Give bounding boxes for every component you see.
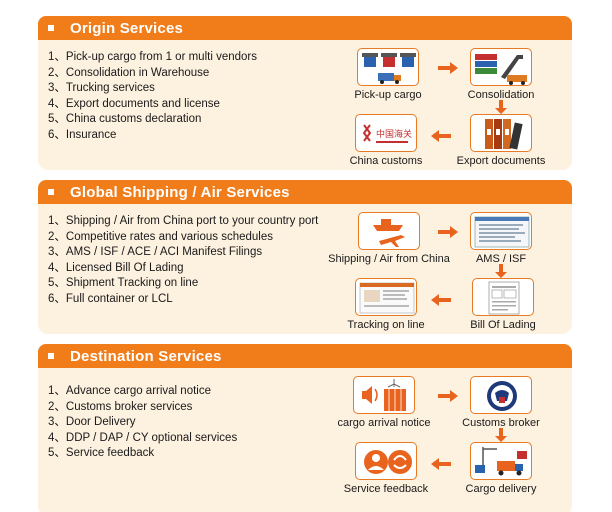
arrow-left-icon bbox=[431, 130, 451, 142]
node-cargo-delivery: Cargo delivery bbox=[448, 442, 554, 495]
node-bill-of-lading: Bill Of Lading bbox=[450, 278, 556, 331]
arrow-left-icon bbox=[431, 294, 451, 306]
node-cargo-arrival-notice: cargo arrival notice bbox=[324, 376, 444, 429]
node-consolidation: Consolidation bbox=[453, 48, 549, 101]
section-header: Destination Services bbox=[38, 344, 572, 368]
service-list: 1、Advance cargo arrival notice 2、Customs… bbox=[48, 384, 237, 462]
node-china-customs: 中国海关 China customs bbox=[338, 114, 434, 167]
bullet-square-icon bbox=[48, 189, 54, 195]
china-customs-logo-text: 中国海关 bbox=[376, 128, 412, 140]
node-label: Export documents bbox=[456, 155, 546, 167]
tracking-screen-icon bbox=[355, 278, 417, 316]
section-title: Origin Services bbox=[70, 19, 184, 37]
node-label: Cargo delivery bbox=[465, 483, 537, 495]
node-label: Service feedback bbox=[343, 483, 429, 495]
list-item: 4、Export documents and license bbox=[48, 97, 220, 110]
node-ams-isf: AMS / ISF bbox=[453, 212, 549, 265]
list-item: 5、Service feedback bbox=[48, 447, 155, 460]
arrival-notice-container-icon bbox=[353, 376, 415, 414]
ams-isf-screen-icon bbox=[470, 212, 532, 250]
section-header: Origin Services bbox=[38, 16, 572, 40]
list-item: 6、Full container or LCL bbox=[48, 292, 173, 305]
list-item: 1、Shipping / Air from China port to your… bbox=[48, 215, 319, 227]
china-customs-logo-icon: 中国海关 bbox=[355, 114, 417, 152]
node-label: Tracking on line bbox=[347, 319, 425, 331]
arrow-right-icon bbox=[438, 390, 458, 402]
list-item: 4、Licensed Bill Of Lading bbox=[48, 261, 184, 274]
cargo-delivery-truck-icon bbox=[470, 442, 532, 480]
section-header: Global Shipping / Air Services bbox=[38, 180, 572, 204]
node-label: Bill Of Lading bbox=[470, 319, 536, 331]
node-export-documents: Export documents bbox=[440, 114, 562, 167]
list-item: 4、DDP / DAP / CY optional services bbox=[48, 431, 238, 444]
node-pickup-cargo: Pick-up cargo bbox=[343, 48, 433, 101]
node-tracking-online: Tracking on line bbox=[338, 278, 434, 331]
bill-of-lading-document-icon bbox=[472, 278, 534, 316]
consolidation-icon bbox=[470, 48, 532, 86]
arrow-left-icon bbox=[431, 458, 451, 470]
origin-services-section: Origin Services 1、Pick-up cargo from 1 o… bbox=[38, 16, 572, 170]
list-item: 3、Door Delivery bbox=[48, 416, 136, 429]
node-customs-broker: Customs broker bbox=[448, 376, 554, 429]
service-feedback-icon bbox=[355, 442, 417, 480]
bullet-square-icon bbox=[48, 353, 54, 359]
list-item: 1、Advance cargo arrival notice bbox=[48, 385, 211, 397]
node-label: Shipping / Air from China bbox=[328, 253, 450, 265]
node-shipping-air: Shipping / Air from China bbox=[314, 212, 464, 265]
arrow-right-icon bbox=[438, 226, 458, 238]
list-item: 3、Trucking services bbox=[48, 82, 155, 95]
list-item: 2、Consolidation in Warehouse bbox=[48, 66, 210, 79]
section-title: Global Shipping / Air Services bbox=[70, 183, 290, 201]
node-label: Consolidation bbox=[467, 89, 535, 101]
customs-seal-icon bbox=[470, 376, 532, 414]
node-service-feedback: Service feedback bbox=[334, 442, 438, 495]
arrow-right-icon bbox=[438, 62, 458, 74]
list-item: 5、China customs declaration bbox=[48, 113, 202, 126]
global-shipping-section: Global Shipping / Air Services 1、Shippin… bbox=[38, 180, 572, 334]
node-label: Pick-up cargo bbox=[354, 89, 422, 101]
bullet-square-icon bbox=[48, 25, 54, 31]
section-body: 1、Pick-up cargo from 1 or multi vendors … bbox=[38, 40, 572, 170]
service-list: 1、Shipping / Air from China port to your… bbox=[48, 214, 318, 308]
node-label: AMS / ISF bbox=[475, 253, 527, 265]
list-item: 1、Pick-up cargo from 1 or multi vendors bbox=[48, 51, 257, 63]
list-item: 2、Customs broker services bbox=[48, 400, 193, 413]
destination-services-section: Destination Services 1、Advance cargo arr… bbox=[38, 344, 572, 512]
node-label: cargo arrival notice bbox=[337, 417, 431, 429]
ship-plane-icon bbox=[358, 212, 420, 250]
arrow-down-icon bbox=[495, 428, 507, 442]
section-body: 1、Advance cargo arrival notice 2、Customs… bbox=[38, 368, 572, 512]
pickup-cargo-icon bbox=[357, 48, 419, 86]
node-label: China customs bbox=[349, 155, 423, 167]
list-item: 2、Competitive rates and various schedule… bbox=[48, 230, 274, 243]
section-body: 1、Shipping / Air from China port to your… bbox=[38, 204, 572, 334]
service-list: 1、Pick-up cargo from 1 or multi vendors … bbox=[48, 50, 257, 144]
section-title: Destination Services bbox=[70, 347, 222, 365]
list-item: 6、Insurance bbox=[48, 128, 117, 141]
list-item: 5、Shipment Tracking on line bbox=[48, 277, 199, 290]
arrow-down-icon bbox=[495, 100, 507, 114]
export-documents-icon bbox=[470, 114, 532, 152]
arrow-down-icon bbox=[495, 264, 507, 278]
list-item: 3、AMS / ISF / ACE / ACI Manifest Filings bbox=[48, 246, 263, 259]
node-label: Customs broker bbox=[462, 417, 540, 429]
